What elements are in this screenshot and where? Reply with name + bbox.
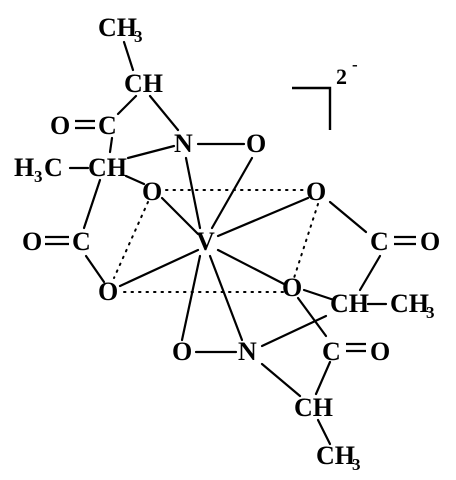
atom-o-carbonyl-bottom: O <box>370 337 390 366</box>
bond-v-o-upper-right <box>216 196 310 238</box>
atom-ch3-top: CH <box>98 13 137 42</box>
atom-c-carbonyl-right: C <box>370 227 389 256</box>
atom-ch-top: CH <box>124 69 163 98</box>
bond-ch-c-top <box>116 94 138 116</box>
bond-ch-c-left <box>82 178 102 230</box>
atom-ch-bottom: CH <box>294 393 333 422</box>
bond-v-o-lower-right <box>216 248 286 286</box>
bond-c-o-lower-left <box>84 254 106 284</box>
atom-n-bottom: N <box>238 337 257 366</box>
bond-ch-o-lower-right <box>302 288 336 302</box>
atom-ch3-top-sub: 3 <box>134 27 143 46</box>
atom-h3c-left-c: C <box>44 153 63 182</box>
atom-h3c-left-h: H <box>14 153 34 182</box>
atom-o-carbonyl-right: O <box>420 227 440 256</box>
bond-c-ch-bottom <box>314 360 332 396</box>
dotted-left <box>113 201 149 279</box>
bond-c-ch-left <box>108 136 114 154</box>
bond-v-o-bottom-left <box>180 254 202 342</box>
charge-value: 2 <box>336 64 347 89</box>
atom-o-upper-left: O <box>142 177 162 206</box>
atom-o-lower-right: O <box>282 273 302 302</box>
bonds <box>45 40 416 446</box>
atom-ch-right: CH <box>330 289 369 318</box>
atom-o-bottom-left: O <box>172 337 192 366</box>
bond-v-n-bottom <box>208 254 244 342</box>
atom-c-carbonyl-top: C <box>98 111 117 140</box>
atom-o-top-right: O <box>246 129 266 158</box>
atom-ch-left: CH <box>88 153 127 182</box>
bond-ch-n-bottom <box>260 314 328 348</box>
bond-v-o-top-right <box>210 156 254 230</box>
bond-v-n-top <box>184 156 202 230</box>
atom-o-upper-right: O <box>306 177 326 206</box>
bond-ch-ch3-bottom <box>316 418 332 446</box>
atom-o-lower-left: O <box>98 277 118 306</box>
atom-ch3-bottom-sub: 3 <box>352 455 361 474</box>
bond-o-upper-right-c <box>328 200 368 234</box>
bond-ch-n-top <box>148 94 180 132</box>
atom-h3c-left-sub: 3 <box>34 167 43 186</box>
atom-ch3-bottom: CH <box>316 441 355 470</box>
bond-o-lower-right-c-bottom <box>296 296 328 338</box>
atom-ch3-right: CH <box>390 289 429 318</box>
bond-v-o-lower-left <box>118 248 200 288</box>
dotted-right <box>293 203 319 279</box>
bracket-line <box>292 86 332 130</box>
bond-n-ch-bottom <box>260 362 302 398</box>
atom-labels: CH 3 CH O C N O H 3 C CH O O O C V C O O… <box>14 13 440 474</box>
charge-sign: - <box>352 55 358 74</box>
atom-c-carbonyl-left: C <box>72 227 91 256</box>
atom-ch3-right-sub: 3 <box>426 303 435 322</box>
atom-c-carbonyl-bottom: C <box>322 337 341 366</box>
bond-ch-n-left <box>126 144 176 160</box>
atom-n-top: N <box>174 129 193 158</box>
bond-c-ch-right <box>358 254 382 292</box>
bond-ch3-ch-top <box>122 40 135 72</box>
atom-vanadium: V <box>196 227 215 256</box>
atom-o-carbonyl-top: O <box>50 111 70 140</box>
charge-bracket: 2 - <box>292 55 358 130</box>
bond-ch-o-upper-left <box>124 174 146 186</box>
bond-v-o-upper-left <box>160 196 200 236</box>
atom-o-carbonyl-left: O <box>22 227 42 256</box>
